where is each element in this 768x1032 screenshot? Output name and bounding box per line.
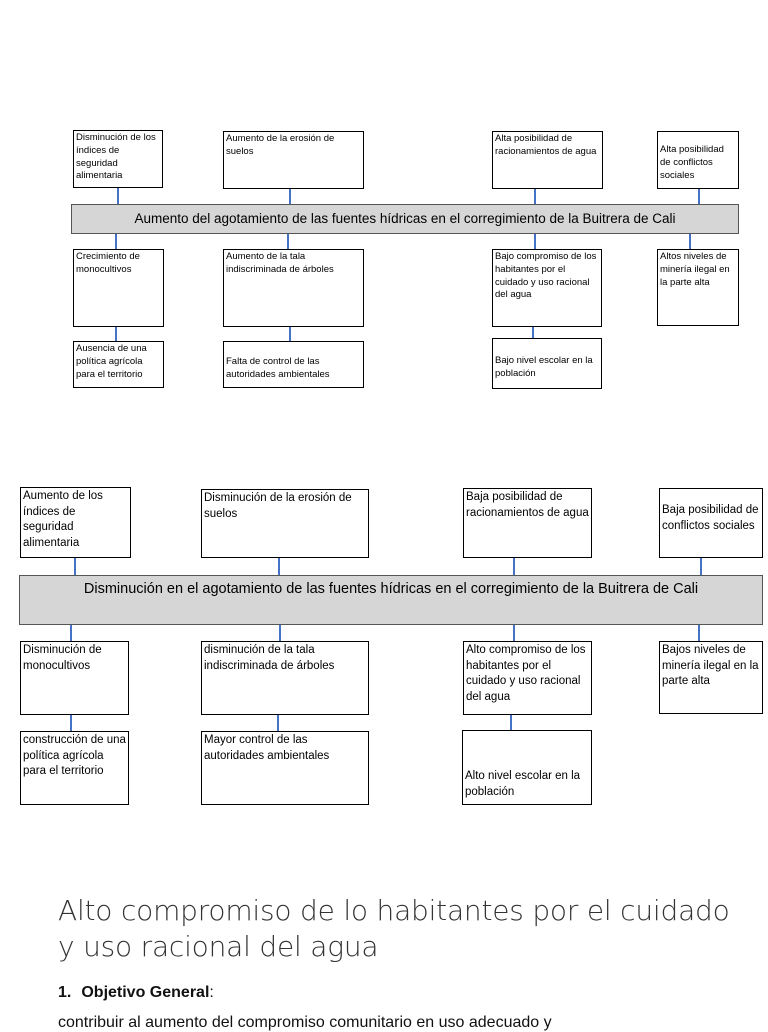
connector — [689, 234, 691, 249]
cause-box: Crecimiento de monocultivos — [73, 249, 164, 327]
connector — [74, 557, 76, 575]
objective-number: 1. — [58, 984, 72, 1001]
end-box: Disminución de la erosión de suelos — [201, 489, 369, 558]
effect-box: Alta posibilidad de conflictos sociales — [657, 131, 739, 189]
root-means-box: construcción de una política agrícola pa… — [20, 731, 129, 805]
connector — [115, 326, 117, 341]
cause-box: Bajo compromiso de los habitantes por el… — [492, 249, 602, 327]
end-box: Baja posibilidad de conflictos sociales — [659, 488, 763, 558]
objective-label: Objetivo General — [81, 984, 210, 1001]
objective-title: 1. Objetivo General: — [58, 984, 214, 1002]
effect-box: Disminución de los índices de seguridad … — [73, 130, 163, 188]
connector — [117, 187, 119, 204]
cause-box: Altos niveles de minería ilegal en la pa… — [657, 249, 739, 326]
connector — [115, 234, 117, 249]
connector — [278, 557, 280, 575]
connector — [279, 625, 281, 641]
means-box: Disminución de monocultivos — [20, 641, 129, 715]
means-box: disminución de la tala indiscriminada de… — [201, 641, 369, 715]
root-means-box: Mayor control de las autoridades ambient… — [201, 731, 369, 805]
connector — [534, 234, 536, 249]
connector — [277, 714, 279, 732]
section-heading: Alto compromiso de lo habitantes por el … — [58, 894, 730, 963]
end-box: Baja posibilidad de racionamientos de ag… — [463, 488, 592, 558]
connector — [289, 189, 291, 204]
central-problem: Aumento del agotamiento de las fuentes h… — [71, 204, 739, 234]
effect-box: Aumento de la erosión de suelos — [223, 131, 364, 189]
end-box: Aumento de los índices de seguridad alim… — [20, 487, 131, 558]
connector — [698, 625, 700, 641]
connector — [534, 189, 536, 204]
objective-text: contribuir al aumento del compromiso com… — [58, 1014, 552, 1031]
central-objective: Disminución en el agotamiento de las fue… — [19, 575, 763, 625]
connector — [513, 625, 515, 641]
cause-box: Aumento de la tala indiscriminada de árb… — [223, 249, 364, 327]
connector — [287, 234, 289, 249]
root-means-box: Alto nivel escolar en la población — [462, 730, 592, 805]
connector — [70, 714, 72, 732]
connector — [510, 714, 512, 730]
objective-colon: : — [209, 984, 214, 1001]
effect-box: Alta posibilidad de racionamientos de ag… — [492, 131, 603, 189]
connector — [70, 625, 72, 641]
root-cause-box: Ausencia de una política agrícola para e… — [73, 341, 164, 388]
connector — [700, 557, 702, 575]
means-box: Alto compromiso de los habitantes por el… — [463, 641, 592, 715]
connector — [289, 326, 291, 341]
connector — [513, 557, 515, 575]
means-box: Bajos niveles de minería ilegal en la pa… — [659, 641, 763, 714]
connector — [698, 189, 700, 204]
root-cause-box: Bajo nivel escolar en la población — [492, 338, 602, 389]
connector — [532, 326, 534, 338]
root-cause-box: Falta de control de las autoridades ambi… — [223, 341, 364, 388]
